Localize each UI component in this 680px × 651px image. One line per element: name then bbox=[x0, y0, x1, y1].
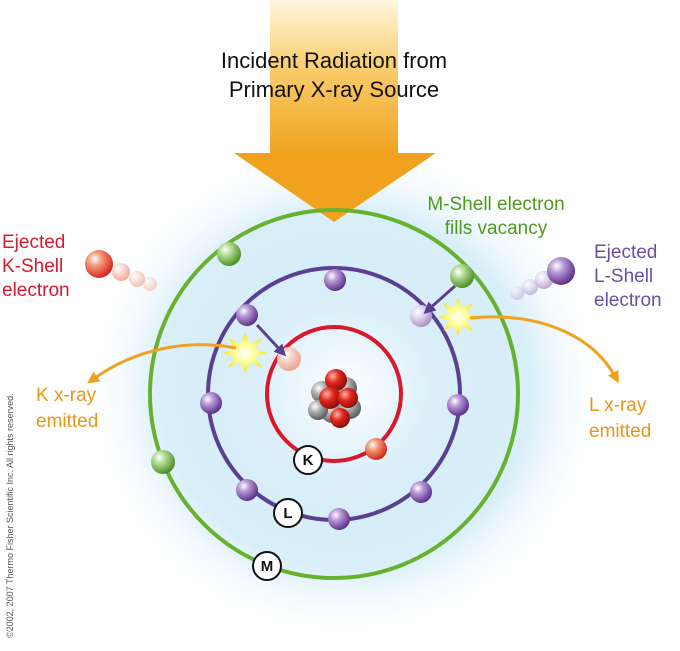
m-to-l-transition-arrow bbox=[423, 284, 456, 314]
l-shell-badge: L bbox=[273, 498, 303, 528]
title-line-1: Incident Radiation from bbox=[221, 48, 447, 73]
l-xray-flash bbox=[438, 298, 478, 336]
k-shell-electron bbox=[365, 438, 387, 460]
k-shell-letter: K bbox=[303, 452, 314, 469]
m-fills-label: M-Shell electron fills vacancy bbox=[427, 194, 564, 239]
ejected-k-label: Ejected K-Shell electron bbox=[2, 232, 70, 301]
m-shell-badge: M bbox=[252, 551, 282, 581]
ejected-l-line-3: electron bbox=[594, 290, 662, 311]
k-shell-badge: K bbox=[293, 445, 323, 475]
l-xray-emitted-arrow bbox=[469, 315, 619, 384]
copyright-notice: ©2002, 2007 Thermo Fisher Scientific Inc… bbox=[5, 393, 15, 638]
title-line-2: Primary X-ray Source bbox=[229, 77, 439, 102]
m-shell-orbit bbox=[148, 208, 520, 580]
ejected-l-line-2: L-Shell bbox=[594, 266, 653, 287]
ejected-l-line-1: Ejected bbox=[594, 242, 657, 263]
l-xray-line-1: L x-ray bbox=[589, 395, 647, 416]
l-shell-letter: L bbox=[283, 505, 292, 522]
ejected-k-line-3: electron bbox=[2, 280, 70, 301]
nucleus bbox=[308, 369, 361, 428]
l-to-k-transition-arrow bbox=[255, 323, 287, 357]
k-xray-line-2: emitted bbox=[36, 411, 98, 432]
l-shell-electrons bbox=[200, 269, 469, 530]
m-fills-line-1: M-Shell electron bbox=[427, 194, 564, 215]
ejected-k-line-2: K-Shell bbox=[2, 256, 63, 277]
l-xray-line-2: emitted bbox=[589, 421, 651, 442]
ejected-k-line-1: Ejected bbox=[2, 232, 65, 253]
m-shell-letter: M bbox=[261, 558, 274, 575]
m-shell-electrons bbox=[151, 242, 474, 474]
m-fills-line-2: fills vacancy bbox=[445, 218, 548, 239]
k-xray-flash bbox=[222, 333, 268, 373]
k-shell-orbit bbox=[265, 325, 403, 463]
ejected-l-label: Ejected L-Shell electron bbox=[594, 242, 662, 311]
l-xray-label: L x-ray emitted bbox=[589, 395, 651, 442]
ejected-l-electron bbox=[510, 257, 575, 300]
k-xray-label: K x-ray emitted bbox=[36, 385, 98, 432]
k-xray-emitted-arrow bbox=[87, 343, 237, 384]
k-xray-line-1: K x-ray bbox=[36, 385, 97, 406]
ejected-k-electron bbox=[85, 250, 157, 291]
incident-radiation-arrow bbox=[234, 0, 436, 222]
